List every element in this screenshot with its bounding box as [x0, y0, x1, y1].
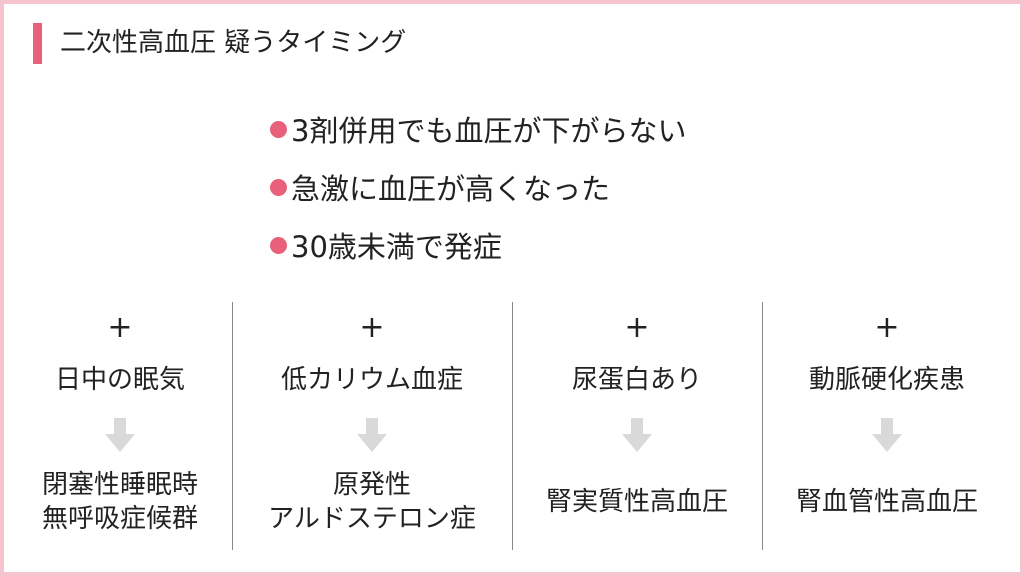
- bullet-dot-icon: [270, 178, 287, 196]
- bullet-dot-icon: [270, 236, 287, 254]
- column-divider: [762, 302, 763, 550]
- plus-sign: +: [107, 310, 133, 345]
- column-divider: [232, 302, 233, 550]
- arrow-down-icon: [357, 418, 387, 452]
- column-atherosclerosis: + 動脈硬化疾患 腎血管性高血圧: [767, 300, 1007, 555]
- bullet-item: 30歳未満で発症: [270, 216, 686, 274]
- diagnosis-line: 閉塞性睡眠時: [41, 470, 198, 500]
- bullet-item: 3剤併用でも血圧が下がらない: [270, 100, 686, 158]
- bullet-item: 急激に血圧が高くなった: [270, 158, 686, 216]
- column-proteinuria: + 尿蛋白あり 腎実質性高血圧: [517, 300, 757, 555]
- bullet-dot-icon: [270, 120, 287, 138]
- condition-label: 低カリウム血症: [280, 365, 463, 395]
- bullet-text: 急激に血圧が高くなった: [291, 172, 611, 206]
- column-hypokalemia: + 低カリウム血症 原発性アルドステロン症: [242, 300, 502, 555]
- column-sleepiness: + 日中の眠気 閉塞性睡眠時無呼吸症候群: [10, 300, 230, 555]
- diagnosis-label: 閉塞性睡眠時無呼吸症候群: [10, 468, 230, 536]
- diagnosis-label: 原発性アルドステロン症: [242, 468, 502, 536]
- diagnosis-label: 腎血管性高血圧: [795, 487, 978, 517]
- condition-label: 尿蛋白あり: [571, 365, 702, 395]
- arrow-down-icon: [872, 418, 902, 452]
- plus-sign: +: [624, 310, 650, 345]
- bullet-list: 3剤併用でも血圧が下がらない 急激に血圧が高くなった 30歳未満で発症: [270, 100, 686, 274]
- arrow-down-icon: [622, 418, 652, 452]
- slide-title: 二次性高血圧 疑うタイミング: [60, 28, 407, 58]
- diagnosis-label: 腎実質性高血圧: [545, 487, 728, 517]
- condition-label: 日中の眠気: [54, 365, 185, 395]
- plus-sign: +: [874, 310, 900, 345]
- bullet-text: 30歳未満で発症: [291, 230, 502, 264]
- title-accent-bar: [33, 23, 42, 64]
- column-divider: [512, 302, 513, 550]
- diagnosis-line: アルドステロン症: [268, 504, 476, 534]
- arrow-down-icon: [105, 418, 135, 452]
- diagnosis-line: 無呼吸症候群: [41, 504, 198, 534]
- bullet-text: 3剤併用でも血圧が下がらない: [291, 114, 687, 148]
- condition-label: 動脈硬化疾患: [808, 365, 965, 395]
- diagnosis-line: 原発性: [332, 470, 411, 500]
- plus-sign: +: [359, 310, 385, 345]
